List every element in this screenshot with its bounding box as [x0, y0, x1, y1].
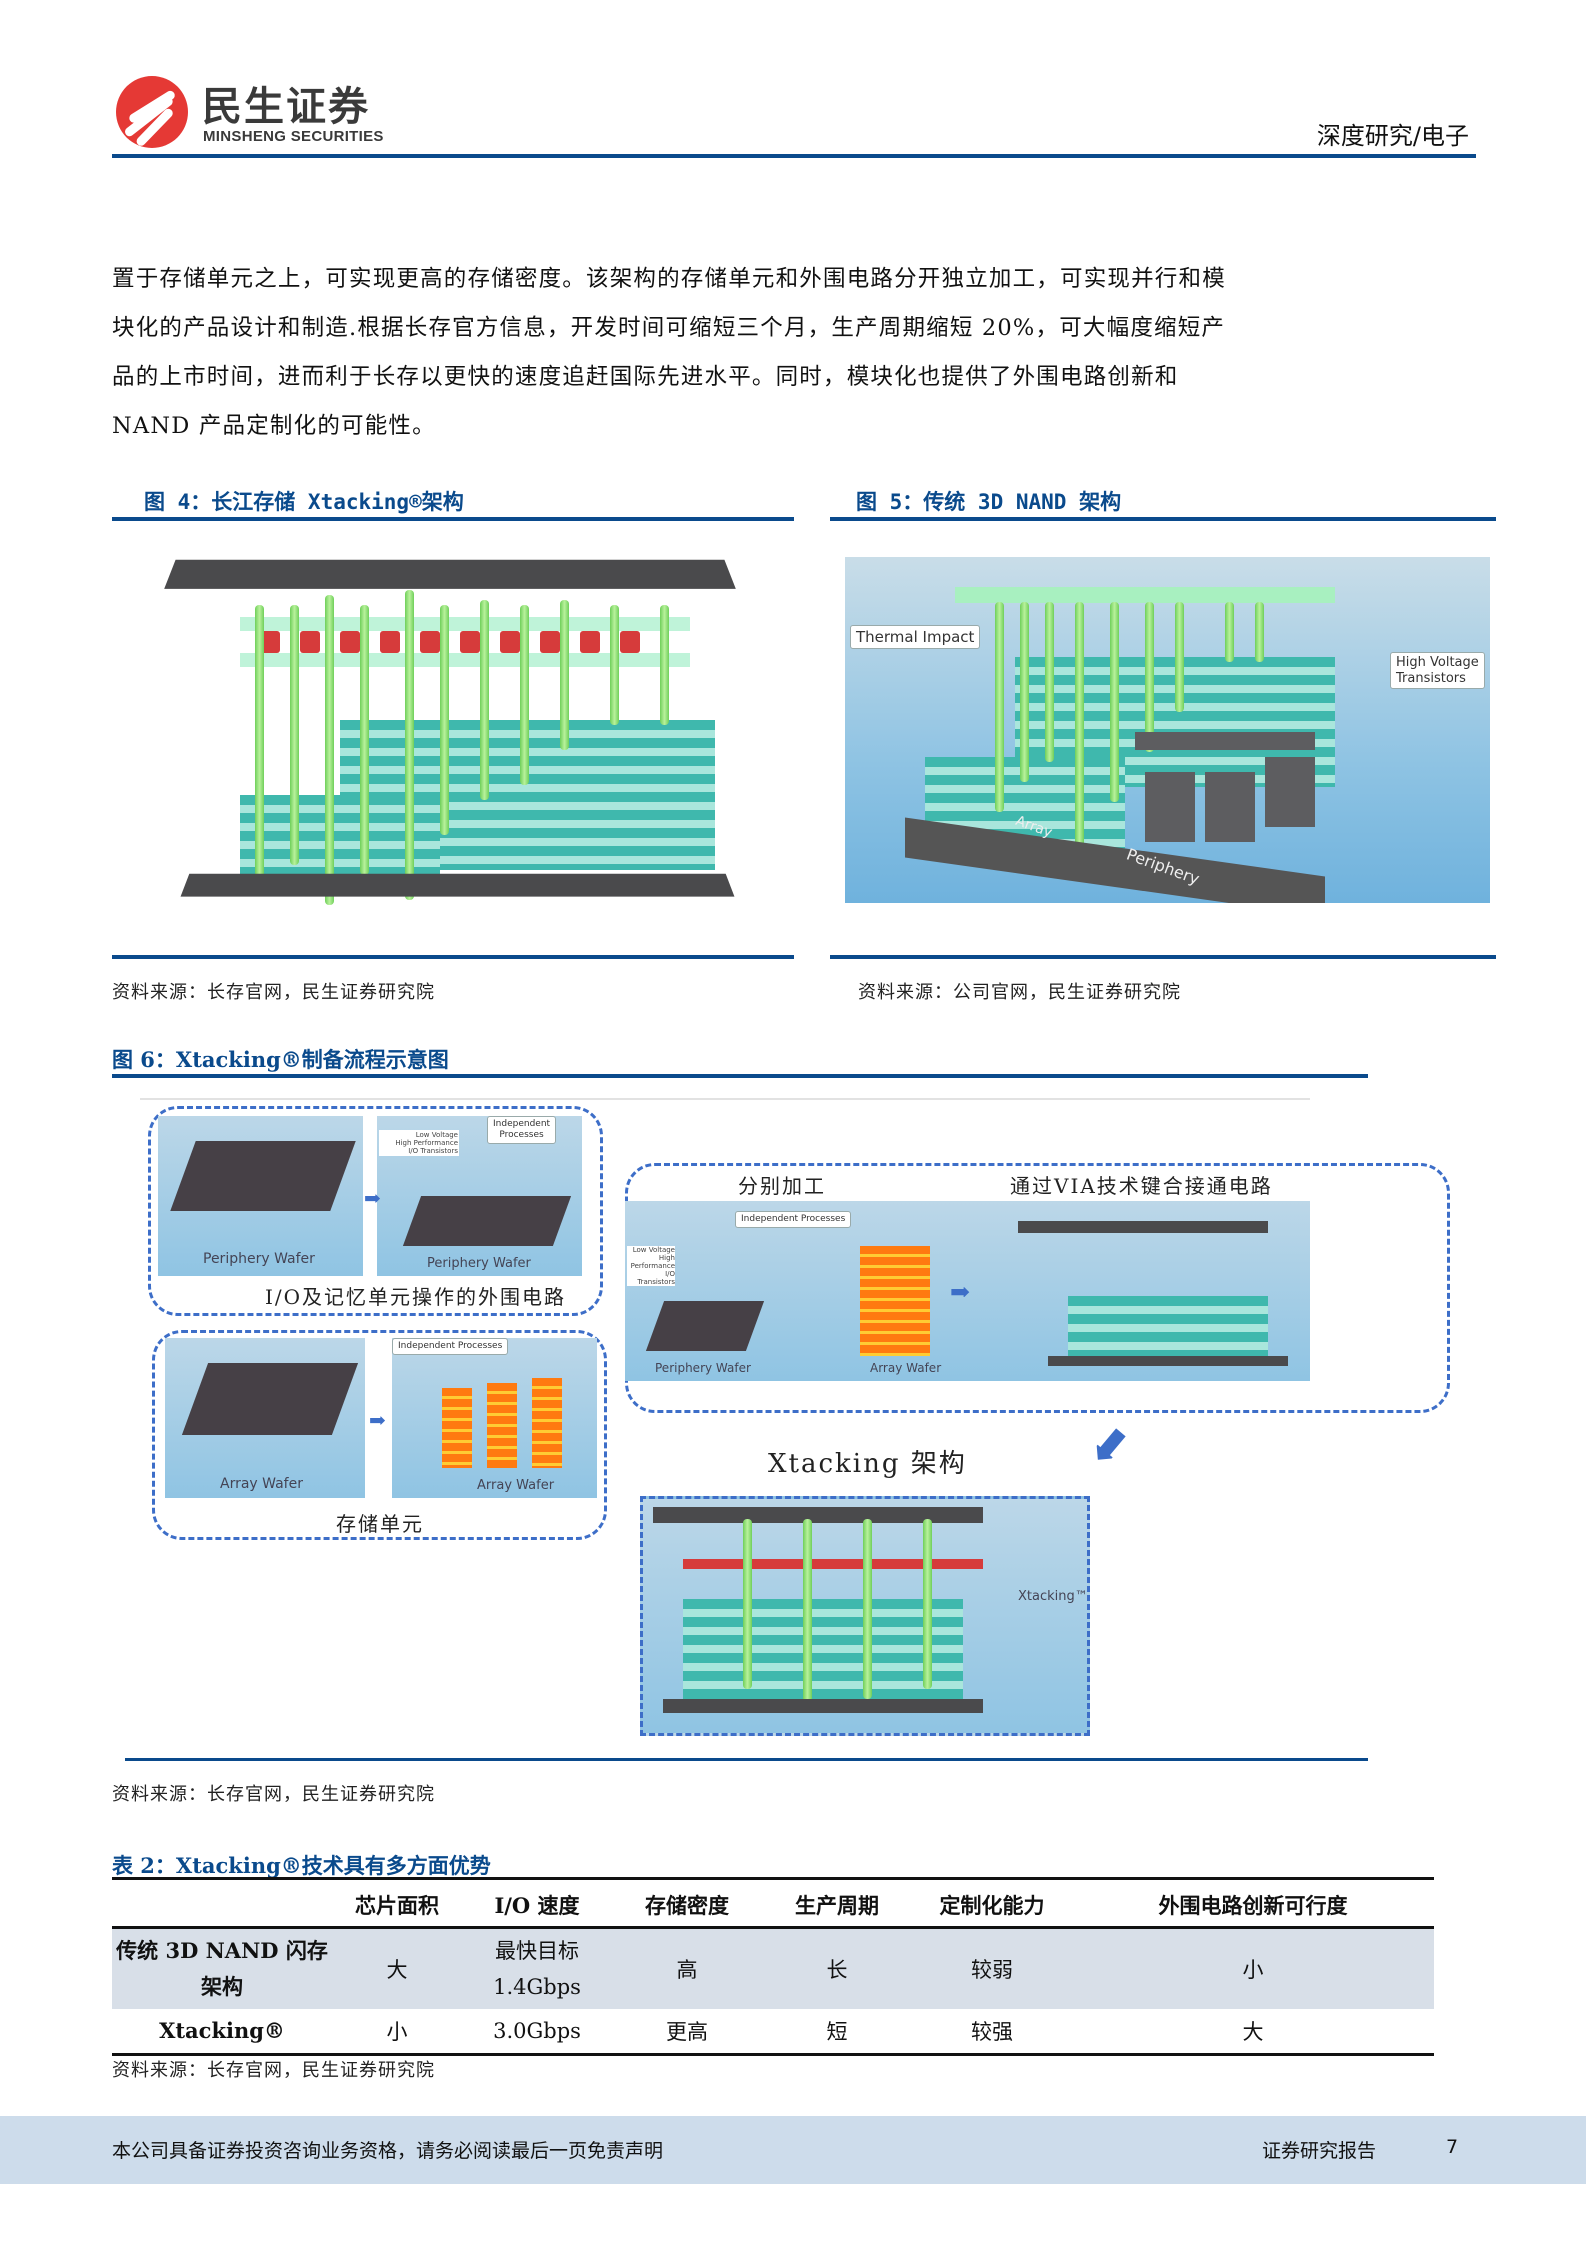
array-group	[152, 1330, 607, 1540]
table-row: 传统 3D NAND 闪存 架构 大 最快目标 1.4Gbps 高 长 较弱 小	[112, 1927, 1434, 2009]
column-header: I/O 速度	[462, 1877, 612, 1929]
arrow-down-left-icon: ➡	[1075, 1412, 1145, 1480]
column-header: 存储密度	[612, 1877, 762, 1929]
periphery-transistor-panel: Independent Processes Low Voltage High P…	[377, 1116, 582, 1276]
arrow-right-icon: ➡	[364, 1186, 381, 1210]
periphery-wafer-panel: Periphery Wafer	[158, 1116, 363, 1276]
table2-title: 表 2：Xtacking®技术具有多方面优势	[112, 1853, 491, 1878]
cell-density: 更高	[612, 2009, 762, 2056]
cell-custom: 较弱	[912, 1927, 1072, 2009]
separate-processing-heading: 分别加工	[738, 1174, 826, 1198]
via-bonding-panel	[978, 1201, 1310, 1381]
minsheng-logo-icon	[116, 76, 188, 148]
figure6-title: 图 6：Xtacking®制备流程示意图	[112, 1047, 449, 1072]
cell-density: 高	[612, 1927, 762, 2009]
thermal-impact-label: Thermal Impact	[850, 625, 981, 649]
array-group-caption: 存储单元	[336, 1512, 424, 1536]
table-row: Xtacking® 小 3.0Gbps 更高 短 较强 大	[112, 2009, 1434, 2056]
cell-area: 小	[332, 2009, 462, 2056]
cell-cycle: 长	[762, 1927, 912, 2009]
header-divider	[112, 154, 1476, 158]
figure6-title-rule	[112, 1074, 1368, 1078]
row-label: Xtacking®	[112, 2009, 332, 2056]
page-header: 民生证券 MINSHENG SECURITIES 深度研究/电子	[110, 68, 1475, 158]
figure5-title: 图 5：传统 3D NAND 架构	[856, 490, 1122, 514]
cell-cycle: 短	[762, 2009, 912, 2056]
footer-report-type: 证券研究报告	[1262, 2140, 1377, 2162]
page-number: 7	[1446, 2136, 1459, 2158]
table-header-row: 芯片面积 I/O 速度 存储密度 生产周期 定制化能力 外围电路创新可行度	[112, 1877, 1434, 1929]
arrow-right-icon: ➡	[950, 1278, 971, 1306]
periphery-group-caption: I/O及记忆单元操作的外围电路	[265, 1285, 567, 1309]
column-header: 生产周期	[762, 1877, 912, 1929]
footer-disclaimer: 本公司具备证券投资咨询业务资格，请务必阅读最后一页免责声明	[112, 2140, 664, 2162]
brand-name-en: MINSHENG SECURITIES	[203, 128, 384, 145]
column-header: 定制化能力	[912, 1877, 1072, 1929]
xtacking-heading: Xtacking 架构	[768, 1449, 967, 1479]
figure4-bottom-rule	[112, 955, 794, 959]
figure4-title-rule	[112, 517, 794, 521]
via-bonding-heading: 通过VIA技术键合接通电路	[1010, 1174, 1273, 1198]
cell-area: 大	[332, 1927, 462, 2009]
column-header: 芯片面积	[332, 1877, 462, 1929]
brand-name-cn: 民生证券	[202, 84, 370, 130]
high-voltage-label: High Voltage Transistors	[1390, 652, 1485, 690]
figure4-xtacking-diagram	[160, 545, 740, 915]
figure5-bottom-rule	[830, 955, 1496, 959]
figure6-process-diagram: Periphery Wafer Independent Processes Lo…	[140, 1098, 1450, 1748]
cell-custom: 较强	[912, 2009, 1072, 2056]
figure4-source: 资料来源：长存官网，民生证券研究院	[112, 982, 435, 1003]
periphery-group	[148, 1106, 603, 1316]
xtacking-result-panel: Xtacking™	[640, 1496, 1090, 1736]
page-footer: 本公司具备证券投资咨询业务资格，请务必阅读最后一页免责声明 证券研究报告 7	[0, 2116, 1586, 2184]
column-header	[112, 1877, 332, 1929]
table2-source: 资料来源：长存官网，民生证券研究院	[112, 2060, 435, 2081]
body-paragraph: 置于存储单元之上，可实现更高的存储密度。该架构的存储单元和外围电路分开独立加工，…	[112, 266, 1226, 439]
figure6-source: 资料来源：长存官网，民生证券研究院	[112, 1784, 435, 1805]
cell-innovation: 小	[1072, 1927, 1434, 2009]
figure5-title-rule	[830, 517, 1496, 521]
cell-io: 3.0Gbps	[462, 2009, 612, 2056]
array-processed-panel: Independent Processes Array Wafer	[392, 1338, 597, 1498]
report-section: 深度研究/电子	[1316, 122, 1469, 150]
row-label: 传统 3D NAND 闪存 架构	[112, 1927, 332, 2009]
xtacking-tm-label: Xtacking™	[1018, 1589, 1088, 1604]
array-wafer-panel: Array Wafer	[165, 1338, 365, 1498]
figure5-source: 资料来源：公司官网，民生证券研究院	[858, 982, 1181, 1003]
figure4-title: 图 4：长江存储 Xtacking®架构	[144, 490, 464, 514]
advantages-table: 芯片面积 I/O 速度 存储密度 生产周期 定制化能力 外围电路创新可行度 传统…	[112, 1877, 1434, 2056]
arrow-right-icon: ➡	[369, 1408, 386, 1432]
figure6-bottom-rule	[125, 1758, 1368, 1761]
cell-innovation: 大	[1072, 2009, 1434, 2056]
figure5-3d-nand-diagram: Thermal Impact High Voltage Transistors …	[845, 557, 1490, 903]
cell-io: 最快目标 1.4Gbps	[462, 1927, 612, 2009]
column-header: 外围电路创新可行度	[1072, 1877, 1434, 1929]
